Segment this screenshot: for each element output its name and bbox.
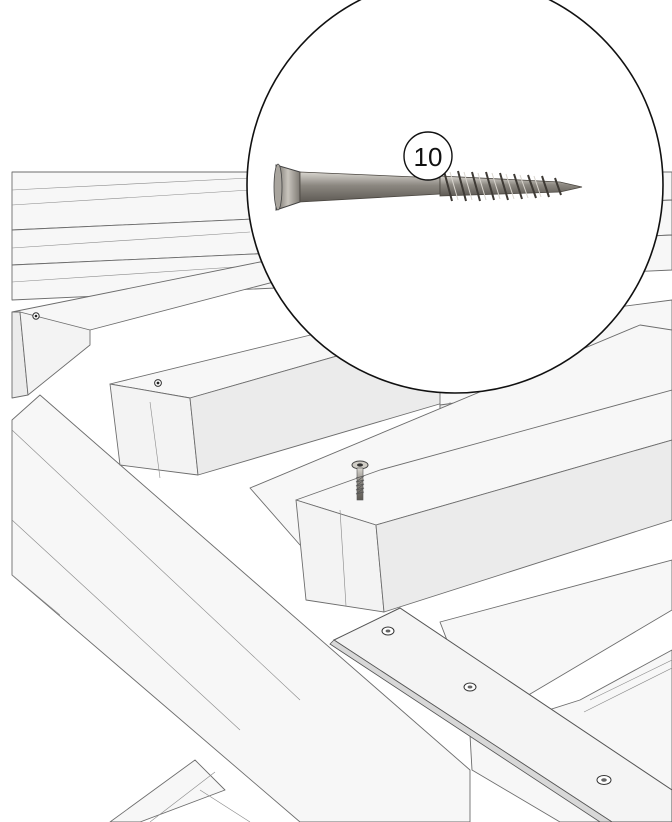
main-beam [11,394,471,822]
plate-screw-3 [596,775,612,785]
screw-callout: 10 [246,0,664,394]
joist-1 [11,261,351,399]
connector-plate [329,607,672,822]
part-number-label: 10 [414,142,443,172]
joist-3 [295,389,672,613]
plate-screw-2 [463,682,477,692]
part-number-badge: 10 [403,131,453,181]
plate-screw-1 [381,626,395,636]
screw-icon [273,163,583,211]
lower-left-board [109,759,251,822]
standing-screw [351,460,369,501]
